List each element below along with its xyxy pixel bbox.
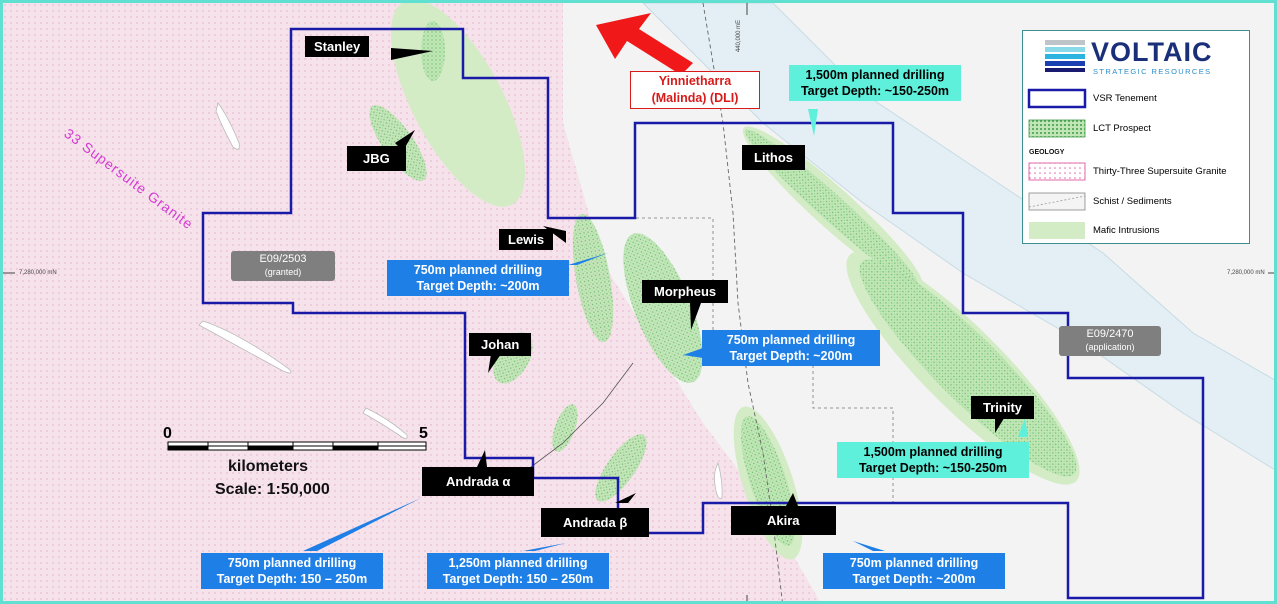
tenement-status: (application) — [1085, 342, 1135, 352]
tenement-label-e09-2503: E09/2503 (granted) — [231, 251, 335, 281]
neighbour-tenement-label: Yinnietharra (Malinda) (DLI) — [630, 71, 760, 109]
callout-wedge — [615, 493, 636, 503]
drilling-metres: 1,500m planned drilling — [863, 445, 1003, 459]
callout-wedge — [523, 543, 566, 551]
logo-stripe — [1045, 40, 1085, 45]
tenement-status: (granted) — [264, 267, 302, 277]
callout-wedge — [303, 498, 421, 551]
callout-wedge — [786, 493, 798, 506]
legend-graphics — [1027, 40, 1087, 239]
drilling-metres: 1,250m planned drilling — [448, 556, 588, 570]
drilling-metres: 750m planned drilling — [849, 556, 979, 570]
drilling-metres: 750m planned drilling — [413, 263, 543, 277]
legend-swatch-granite — [1028, 162, 1086, 181]
logo-stripe — [1045, 68, 1085, 72]
legend-swatch-mafic — [1029, 222, 1085, 239]
neighbour-name: Yinnietharra — [658, 74, 732, 88]
prospect-label-akira: Akira — [731, 506, 836, 535]
lct-prospect — [623, 233, 703, 383]
legend-label-mafic: Mafic Intrusions — [1093, 225, 1160, 236]
white-lens — [198, 320, 292, 374]
prospect-label-lewis: Lewis — [499, 229, 554, 250]
drilling-target-depth: Target Depth: 150 – 250m — [442, 572, 594, 586]
callout-wedge — [488, 354, 501, 373]
drilling-target-depth: Target Depth: ~200m — [729, 349, 853, 363]
callout-wedge — [690, 303, 701, 330]
callout-wedge — [1018, 418, 1028, 437]
drilling-metres: 1,500m planned drilling — [805, 68, 945, 82]
scale-bar-segment — [168, 446, 208, 450]
prospect-label-jbg: JBG — [347, 146, 406, 171]
prospect-label-johan: Johan — [469, 333, 532, 356]
callout-wedge — [477, 450, 487, 467]
tenement-id: E09/2503 — [259, 253, 307, 265]
white-lens — [215, 102, 240, 150]
tenement-id: E09/2470 — [1086, 328, 1134, 340]
white-lens — [362, 407, 408, 439]
callout-wedge — [808, 109, 818, 136]
white-lens — [714, 461, 723, 499]
drilling-callout-morpheus: 750m planned drilling Target Depth: ~200… — [702, 330, 880, 366]
callout-wedge — [995, 415, 1006, 433]
callout-wedge — [568, 253, 608, 265]
grid-label-north: 440,000 mE — [736, 19, 743, 53]
scale-ratio: Scale: 1:50,000 — [215, 481, 330, 498]
logo-stripe — [1045, 61, 1085, 66]
road-line — [522, 362, 634, 474]
scale-unit: kilometers — [227, 458, 309, 475]
logo-stripe — [1045, 47, 1085, 52]
drilling-callout-lithos: 1,500m planned drilling Target Depth: ~1… — [789, 65, 961, 101]
scale-label-zero: 0 — [163, 425, 172, 442]
callout-wedge — [683, 348, 703, 358]
logo-stripe — [1045, 54, 1085, 59]
scale-bar-segment — [248, 446, 293, 450]
lct-prospect — [859, 259, 1077, 477]
scale-bar-segment — [333, 446, 378, 450]
legend-label-lct-prospect: LCT Prospect — [1093, 123, 1151, 134]
grid-label-west: 7,280,000 mN — [19, 270, 57, 276]
drilling-metres: 750m planned drilling — [227, 556, 357, 570]
drilling-target-depth: Target Depth: ~150-250m — [800, 84, 950, 98]
vsr-tenement-boundary — [201, 27, 1205, 600]
prospect-label-stanley: Stanley — [305, 36, 370, 57]
callout-wedge — [853, 541, 885, 551]
drilling-callout-andrada-alpha: 750m planned drilling Target Depth: 150 … — [201, 553, 383, 589]
lct-prospect — [552, 404, 578, 452]
map-legend: VOLTAIC STRATEGIC RESOURCES VSR Tenement… — [1022, 30, 1250, 244]
drilling-callout-andrada-beta: 1,250m planned drilling Target Depth: 15… — [427, 553, 609, 589]
brand-subtitle: STRATEGIC RESOURCES — [1093, 67, 1212, 76]
drilling-target-depth: Target Depth: ~150-250m — [858, 461, 1008, 475]
legend-label-vsr-tenement: VSR Tenement — [1093, 93, 1157, 104]
legend-label-granite: Thirty-Three Supersuite Granite — [1093, 166, 1227, 177]
tenement-label-e09-2470: E09/2470 (application) — [1059, 326, 1161, 356]
direction-arrow — [596, 13, 693, 75]
drilling-metres: 750m planned drilling — [726, 333, 856, 347]
prospect-label-morpheus: Morpheus — [642, 280, 729, 303]
drilling-target-depth: Target Depth: ~200m — [416, 279, 540, 293]
prospect-label-trinity: Trinity — [971, 396, 1035, 419]
legend-label-schist: Schist / Sediments — [1093, 196, 1172, 207]
lct-prospect — [595, 434, 647, 502]
brand-name: VOLTAIC — [1091, 37, 1213, 67]
legend-swatch-vsr-tenement — [1027, 88, 1087, 109]
scale-label-five: 5 — [419, 425, 428, 442]
drilling-target-depth: Target Depth: ~200m — [852, 572, 976, 586]
lct-prospect — [572, 213, 614, 343]
legend-swatch-schist-line — [1028, 195, 1086, 208]
prospect-label-andrada-beta: Andrada β — [541, 508, 650, 537]
drilling-target-depth: Target Depth: 150 – 250m — [216, 572, 368, 586]
drilling-callout-akira: 750m planned drilling Target Depth: ~200… — [823, 553, 1005, 589]
legend-geology-heading: GEOLOGY — [1029, 149, 1065, 156]
drilling-callout-lewis: 750m planned drilling Target Depth: ~200… — [387, 260, 569, 296]
prospect-label-lithos: Lithos — [742, 145, 805, 170]
callout-wedge — [391, 48, 433, 60]
callout-wedge — [395, 130, 415, 151]
grid-label-east: 7,280,000 mN — [1227, 270, 1265, 276]
neighbour-holder: (Malinda) (DLI) — [651, 91, 739, 105]
granite-region — [3, 3, 820, 601]
legend-swatch-lct-prospect — [1028, 119, 1086, 138]
drilling-callout-trinity: 1,500m planned drilling Target Depth: ~1… — [837, 442, 1029, 478]
prospect-label-andrada-alpha: Andrada α — [422, 467, 535, 496]
